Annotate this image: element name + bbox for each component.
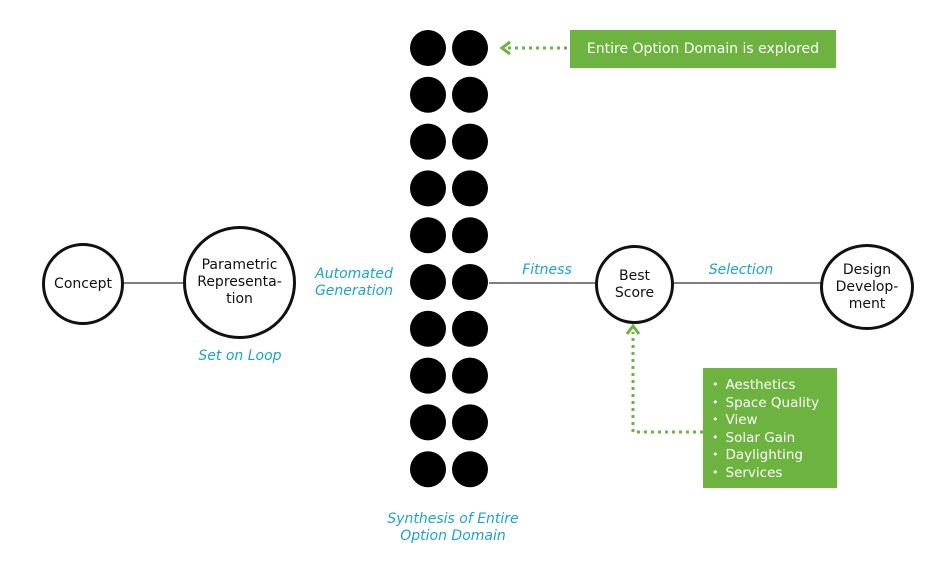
option-dot [410,404,446,441]
criteria-item: Space Quality [712,395,837,413]
concept-label: Concept [54,275,112,292]
synthesis-label: Synthesis of Entire Option Domain [387,511,519,544]
criteria-arrowhead-icon [625,323,641,335]
option-dot [452,30,488,66]
option-dot [452,217,488,254]
option-dot-grid [410,30,488,488]
option-dot [452,404,488,441]
option-dot [410,310,446,347]
criteria-item: Services [712,465,837,483]
option-dot [452,170,488,207]
best-score-label: Best Score [614,267,655,301]
option-dot [410,30,446,66]
fitness-label: Fitness [522,262,572,278]
explored-arrowhead-icon [499,40,511,56]
set-on-loop-label: Set on Loop [198,348,282,364]
option-dot [410,217,446,254]
fitness-criteria-box: Aesthetics Space Quality View Solar Gain… [703,368,837,488]
option-dot [452,76,488,113]
option-dot [410,123,446,160]
best-score-node: Best Score [595,245,674,324]
option-dot [410,264,446,300]
option-dot [452,264,488,300]
automated-generation-label: Automated Generation [314,266,394,299]
option-dot [452,451,488,488]
criteria-item: View [712,412,837,430]
option-dot [410,357,446,394]
option-dot [410,451,446,488]
option-dot [452,123,488,160]
criteria-dotted-arrow [631,332,703,434]
option-dot [452,357,488,394]
option-dot [452,310,488,347]
selection-label: Selection [708,262,774,278]
option-dot [410,76,446,113]
parametric-representation-node: Parametric Representa- tion [183,226,296,339]
criteria-item: Daylighting [712,447,837,465]
parametric-label: Parametric Representa- tion [197,257,282,307]
concept-node: Concept [42,243,124,325]
criteria-item: Aesthetics [712,377,837,395]
option-domain-callout-text: Entire Option Domain is explored [586,41,820,57]
option-dot [410,170,446,207]
design-development-node: Design Develop- ment [820,244,914,330]
fitness-criteria-list: Aesthetics Space Quality View Solar Gain… [712,377,837,482]
option-domain-callout: Entire Option Domain is explored [570,30,836,68]
criteria-item: Solar Gain [712,430,837,448]
design-development-label: Design Develop- ment [835,261,899,312]
